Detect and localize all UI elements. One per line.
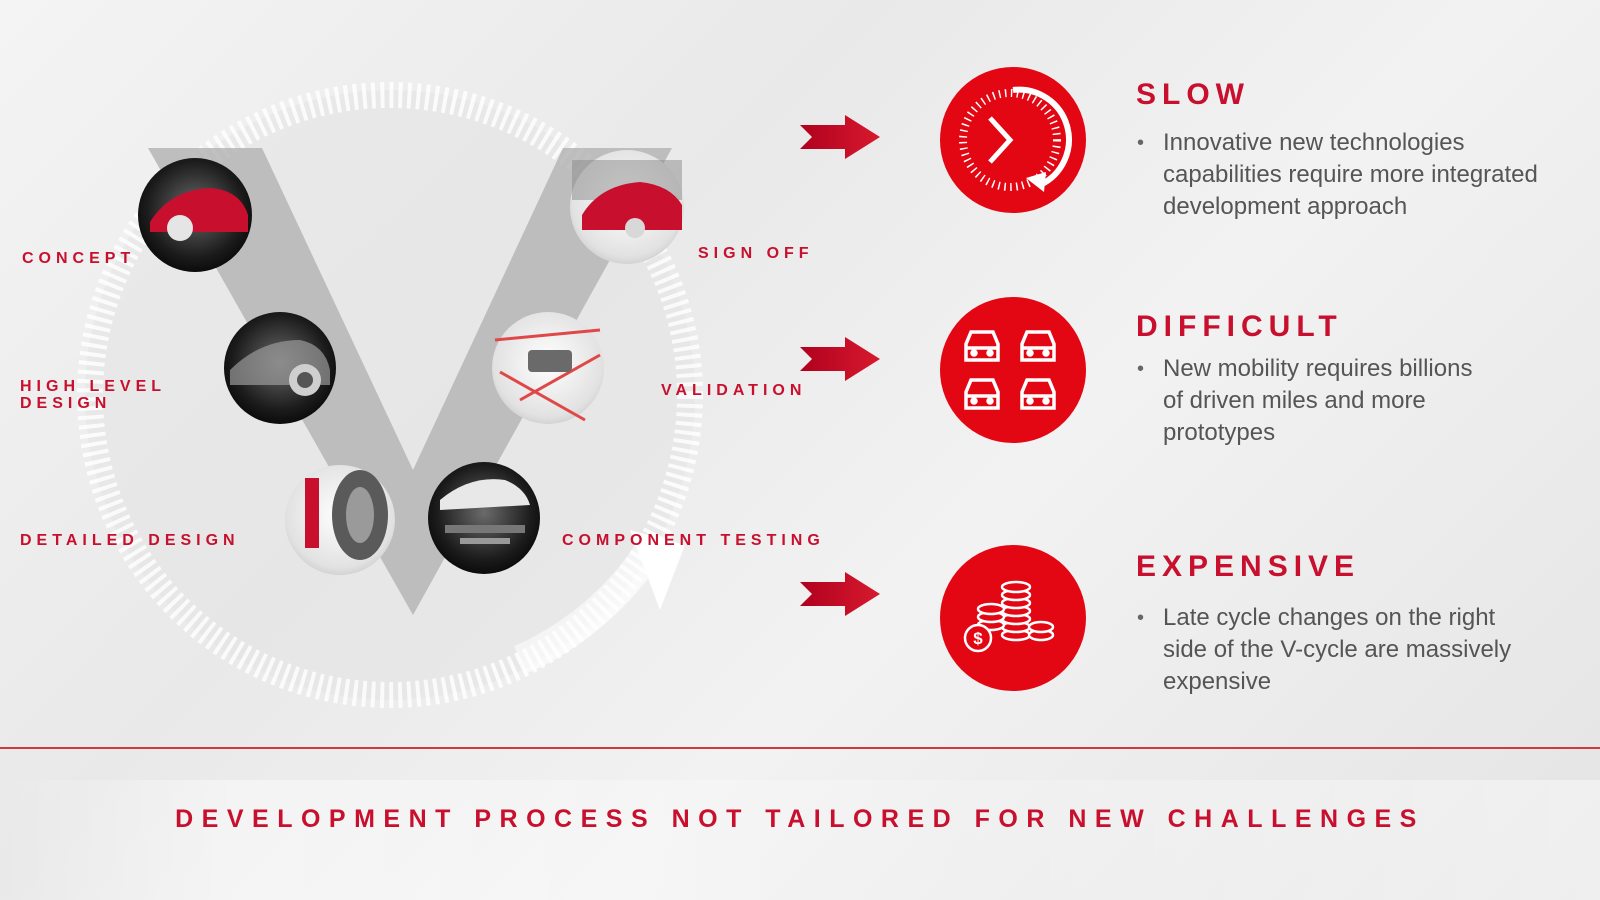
stage-concept: CONCEPT bbox=[22, 250, 136, 267]
footer-title: DEVELOPMENT PROCESS NOT TAILORED FOR NEW… bbox=[175, 805, 1425, 833]
heading-slow: SLOW bbox=[1136, 78, 1250, 111]
photo-concept bbox=[138, 158, 252, 272]
photo-validation bbox=[492, 312, 604, 424]
photo-high-level-design bbox=[224, 312, 336, 424]
svg-text:$: $ bbox=[973, 629, 983, 648]
heading-difficult: DIFFICULT bbox=[1136, 310, 1343, 343]
bullet-expensive: Late cycle changes on the right side of … bbox=[1137, 602, 1513, 698]
arrow-right-icon bbox=[800, 572, 880, 616]
stage-component-testing: COMPONENT TESTING bbox=[562, 532, 825, 549]
footer-divider bbox=[0, 747, 1600, 749]
coins-icon: $ bbox=[940, 545, 1086, 691]
cycle-arc bbox=[513, 541, 663, 674]
footer-band bbox=[0, 780, 1600, 900]
v-shape bbox=[148, 148, 672, 615]
photo-component-testing bbox=[428, 462, 540, 574]
cycle-arrowhead bbox=[630, 530, 685, 610]
photo-detailed-design bbox=[285, 465, 395, 575]
arrow-right-icon bbox=[800, 115, 880, 159]
bullet-slow: Innovative new technologies capabilities… bbox=[1137, 127, 1543, 223]
photo-sign-off bbox=[570, 150, 684, 264]
stage-detailed-design: DETAILED DESIGN bbox=[20, 532, 240, 549]
heading-expensive: EXPENSIVE bbox=[1136, 550, 1361, 583]
stage-sign-off: SIGN OFF bbox=[698, 245, 814, 262]
cars-icon bbox=[940, 297, 1086, 443]
arrow-right-icon bbox=[800, 337, 880, 381]
stage-high-level-design: HIGH LEVEL DESIGN bbox=[20, 378, 167, 412]
dashed-ring bbox=[77, 82, 703, 708]
bullet-difficult: New mobility requires billions of driven… bbox=[1137, 353, 1473, 449]
stage-validation: VALIDATION bbox=[661, 382, 807, 399]
clock-arrow-icon bbox=[940, 67, 1086, 213]
